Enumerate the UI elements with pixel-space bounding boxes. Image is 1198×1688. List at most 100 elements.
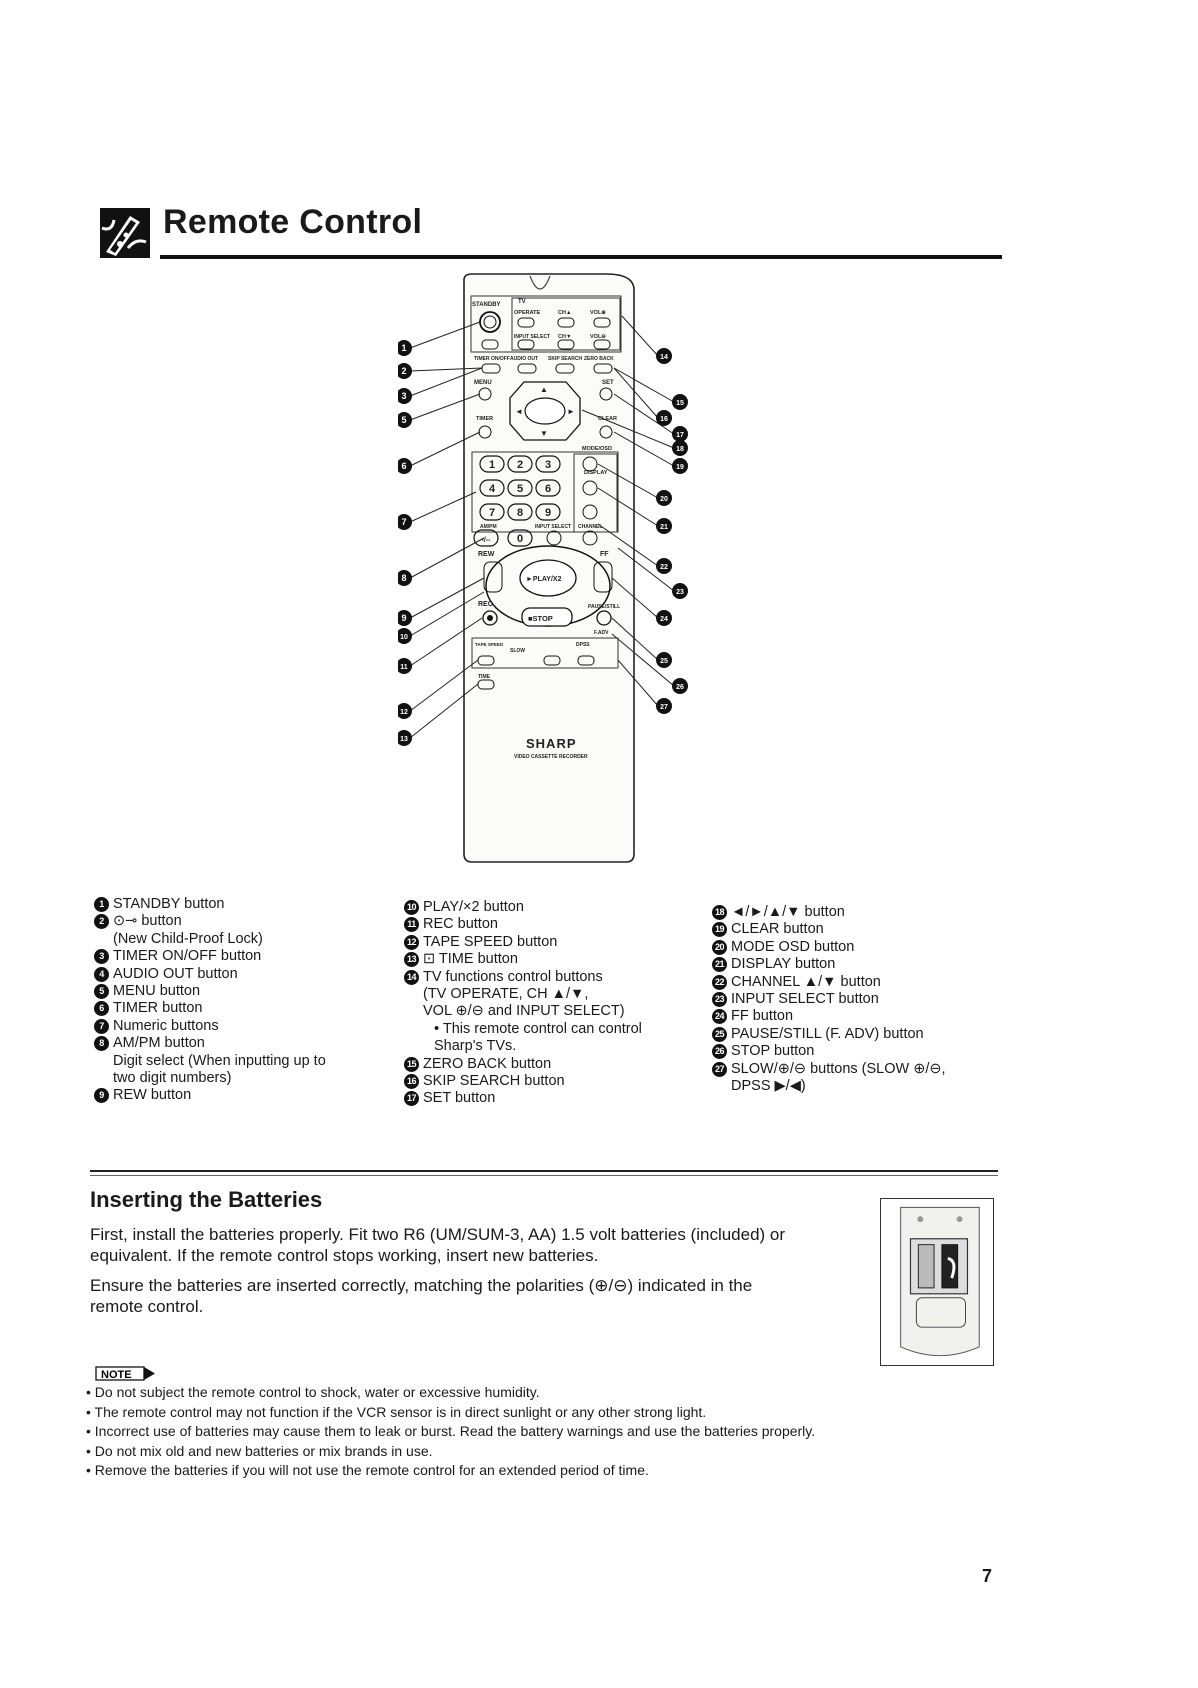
callout-badge-17 [672, 426, 688, 442]
callout-number: 24 [660, 616, 668, 623]
legend-text-continued: Sharp's TVs. [434, 1038, 517, 1055]
legend-number-badge: 15 [404, 1056, 419, 1072]
legend-text: PAUSE/STILL (F. ADV) button [731, 1025, 924, 1042]
callout-number: 22 [660, 564, 668, 571]
digit-key-1 [507, 455, 533, 473]
svg-text:OPERATE: OPERATE [514, 310, 541, 316]
digit-key-label: 3 [545, 459, 551, 471]
digit-key-9 [507, 529, 533, 547]
svg-text:NOTE: NOTE [101, 1369, 132, 1381]
note-item: Remove the batteries if you will not use… [86, 1461, 986, 1481]
legend-text: DISPLAY button [731, 956, 836, 973]
legend-number-badge: 19 [712, 922, 727, 938]
svg-text:SHARP: SHARP [526, 736, 577, 751]
legend-number-badge: 16 [404, 1074, 419, 1090]
callout-number: 13 [400, 736, 408, 743]
legend-item: 2⊙⊸ button [94, 913, 394, 930]
batteries-paragraph-2: Ensure the batteries are inserted correc… [90, 1276, 753, 1316]
svg-text:TIME: TIME [478, 674, 491, 680]
callout-number: 5 [401, 415, 406, 425]
svg-text:AUDIO OUT: AUDIO OUT [510, 356, 538, 362]
svg-text:TIMER: TIMER [476, 416, 493, 422]
digit-key-label: -/-- [482, 537, 492, 544]
digit-key-0 [479, 455, 505, 473]
legend-text: Numeric buttons [113, 1017, 219, 1034]
callout-badge-3 [398, 388, 412, 404]
callout-number: 20 [660, 496, 668, 503]
legend-text-continued: two digit numbers) [113, 1070, 232, 1087]
legend-text-continued: (New Child-Proof Lock) [113, 930, 263, 947]
legend-text-continued: VOL ⊕/⊖ and INPUT SELECT) [423, 1003, 625, 1020]
legend-text: SLOW/⊕/⊖ buttons (SLOW ⊕/⊖, [731, 1060, 946, 1077]
page-number: 7 [982, 1566, 993, 1586]
note-label: NOTE [95, 1366, 155, 1381]
digit-key-label: 2 [517, 459, 523, 471]
callout-badge-6 [398, 458, 412, 474]
callout-badge-23 [672, 583, 688, 599]
callout-number: 7 [401, 517, 406, 527]
legend-number-badge: 26 [712, 1044, 727, 1060]
svg-text:CH▼: CH▼ [558, 334, 571, 340]
legend-text: PLAY/×2 button [423, 899, 524, 915]
remote-control-illustration: STANDBY TV OPERATE CH▲ VOL⊕ INPUT SELECT… [398, 273, 688, 863]
digit-key-label: 6 [545, 483, 551, 495]
legend-number-badge: 24 [712, 1009, 727, 1025]
svg-text:SET: SET [602, 380, 614, 386]
legend-item: 13⊡ TIME button [404, 951, 694, 968]
battery-compartment-illustration [880, 1198, 994, 1366]
svg-text:REC: REC [478, 601, 493, 608]
svg-text:PAUSE/STILL: PAUSE/STILL [588, 604, 620, 610]
legend-text: MODE OSD button [731, 938, 855, 955]
callout-number: 26 [676, 684, 684, 691]
callout-number: 9 [401, 613, 406, 623]
digit-key-2 [535, 455, 561, 473]
callout-number: 8 [401, 573, 406, 583]
legend-text-continued: Digit select (When inputting up to [113, 1052, 326, 1069]
callout-number: 1 [401, 343, 406, 353]
callout-number: 23 [676, 589, 684, 596]
legend-text: INPUT SELECT button [731, 991, 879, 1008]
callout-number: 27 [660, 704, 668, 711]
legend-text: STOP button [731, 1043, 815, 1060]
digit-key-label: 1 [489, 459, 495, 471]
callout-badge-21 [656, 518, 672, 534]
svg-text:TIMER ON/OFF: TIMER ON/OFF [474, 356, 510, 362]
legend-text: TIMER ON/OFF button [113, 948, 262, 965]
digit-key-3 [479, 479, 505, 497]
callout-badge-15 [672, 394, 688, 410]
callout-badge-9 [398, 610, 412, 626]
svg-text:ZERO BACK: ZERO BACK [584, 356, 614, 362]
svg-text:▲: ▲ [540, 385, 548, 394]
callout-badge-16 [656, 410, 672, 426]
callout-number: 11 [400, 664, 408, 671]
svg-text:VIDEO CASSETTE RECORDER: VIDEO CASSETTE RECORDER [514, 754, 588, 760]
legend-number-badge: 7 [94, 1018, 109, 1034]
legend-text-continued: • This remote control can control [434, 1020, 642, 1037]
svg-text:▼: ▼ [540, 429, 548, 438]
callout-number: 6 [401, 461, 406, 471]
legend-number-badge: 20 [712, 939, 727, 955]
legend-text: MENU button [113, 983, 201, 1000]
callout-number: 25 [660, 658, 668, 665]
section-rule [90, 1170, 998, 1172]
legend-number-badge: 12 [404, 934, 419, 950]
callout-number: 21 [660, 524, 668, 531]
svg-text:CH▲: CH▲ [558, 310, 571, 316]
callout-number: 16 [660, 416, 668, 423]
legend-text: TIMER button [113, 1000, 203, 1017]
remote-control-section-icon [100, 208, 150, 258]
legend-text-continued: DPSS ▶/◀) [731, 1078, 806, 1095]
